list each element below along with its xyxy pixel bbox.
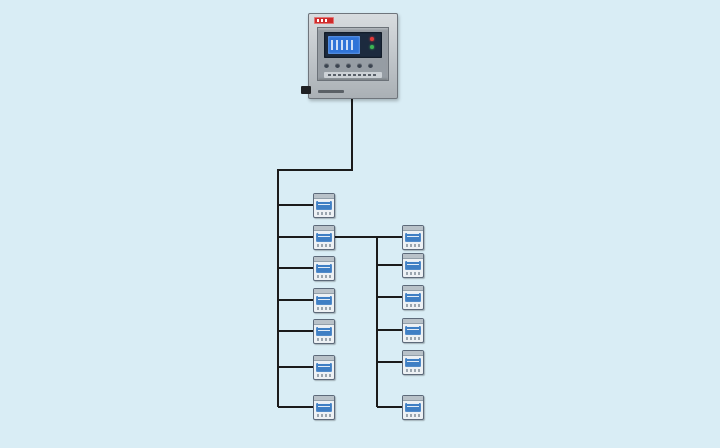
- detector-label-screen: [405, 326, 421, 335]
- detector-cap: [403, 319, 423, 324]
- panel-button: [368, 63, 373, 68]
- detector-terminals: [406, 304, 420, 307]
- detector-cap: [403, 396, 423, 401]
- detector-module: [313, 355, 335, 380]
- detector-module: [402, 253, 424, 278]
- detector-cap: [403, 254, 423, 259]
- detector-label-screen: [405, 233, 421, 242]
- detector-terminals: [317, 338, 331, 341]
- detector-module: [402, 395, 424, 420]
- alarm-controller: [301, 13, 398, 99]
- detector-label-screen: [316, 403, 332, 412]
- detector-module: [402, 318, 424, 343]
- detector-cap: [403, 226, 423, 231]
- detector-terminals: [406, 272, 420, 275]
- wire: [277, 97, 353, 407]
- detector-label-screen: [405, 403, 421, 412]
- lcd-screen: [328, 36, 360, 54]
- detector-module: [402, 350, 424, 375]
- detector-module: [313, 193, 335, 218]
- detector-terminals: [317, 244, 331, 247]
- panel-button: [335, 63, 340, 68]
- detector-module: [402, 285, 424, 310]
- detector-module: [313, 288, 335, 313]
- detector-terminals: [406, 244, 420, 247]
- power-led-green: [370, 45, 374, 49]
- detector-terminals: [317, 307, 331, 310]
- brand-logo: [314, 17, 334, 24]
- detector-terminals: [406, 369, 420, 372]
- detector-label-screen: [316, 327, 332, 336]
- detector-label-screen: [316, 264, 332, 273]
- detector-cap: [403, 286, 423, 291]
- vent-slot: [318, 90, 344, 93]
- detector-terminals: [406, 414, 420, 417]
- side-knob: [301, 86, 311, 94]
- panel-button: [324, 63, 329, 68]
- detector-label-screen: [405, 261, 421, 270]
- detector-terminals: [317, 374, 331, 377]
- panel-button: [357, 63, 362, 68]
- detector-cap: [314, 396, 334, 401]
- detector-module: [402, 225, 424, 250]
- detector-cap: [403, 351, 423, 356]
- button-row: [324, 62, 382, 69]
- alarm-led-red: [370, 37, 374, 41]
- detector-module: [313, 319, 335, 344]
- detector-label-screen: [316, 201, 332, 210]
- detector-label-screen: [405, 358, 421, 367]
- controller-front-panel: [317, 27, 389, 81]
- detector-module: [313, 256, 335, 281]
- detector-label-screen: [316, 233, 332, 242]
- detector-terminals: [317, 414, 331, 417]
- detector-cap: [314, 194, 334, 199]
- detector-cap: [314, 226, 334, 231]
- detector-cap: [314, 356, 334, 361]
- detector-cap: [314, 257, 334, 262]
- detector-module: [313, 225, 335, 250]
- detector-label-screen: [316, 296, 332, 305]
- detector-terminals: [317, 275, 331, 278]
- panel-label-strip: [324, 72, 382, 78]
- panel-button: [346, 63, 351, 68]
- detector-cap: [314, 289, 334, 294]
- detector-label-screen: [316, 363, 332, 372]
- display-bezel: [324, 32, 382, 58]
- detector-terminals: [317, 212, 331, 215]
- detector-terminals: [406, 337, 420, 340]
- detector-cap: [314, 320, 334, 325]
- detector-label-screen: [405, 293, 421, 302]
- detector-module: [313, 395, 335, 420]
